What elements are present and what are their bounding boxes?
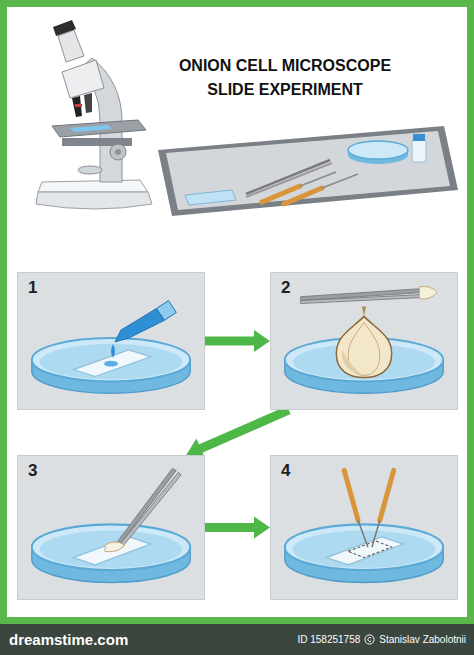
copyright-icon <box>364 634 375 645</box>
author-name: Stanislav Zabolotnii <box>379 634 466 645</box>
dropper-illustration <box>18 273 204 409</box>
title-text: ONION CELL MICROSCOPE SLIDE EXPERIMENT <box>179 57 391 98</box>
arrow-shaft <box>205 523 255 532</box>
step-panel: 2 <box>270 272 458 410</box>
arrow-head <box>254 330 270 352</box>
dissecting-needles <box>344 471 393 548</box>
onion-illustration <box>271 273 457 409</box>
arrow-shaft <box>200 410 289 449</box>
onion <box>336 307 391 378</box>
step-panel: 1 <box>17 272 205 410</box>
step-number: 4 <box>281 462 290 481</box>
watermark-logo: dreamstime.com <box>9 631 128 648</box>
microscope <box>36 20 152 209</box>
step-arrow <box>205 330 270 352</box>
image-id: ID 158251758 <box>297 634 360 645</box>
step-number: 3 <box>28 462 37 481</box>
title: ONION CELL MICROSCOPE SLIDE EXPERIMENT <box>165 54 405 102</box>
step-arrow <box>205 517 270 539</box>
step-number: 2 <box>281 279 290 298</box>
footer-credit: ID 158251758 Stanislav Zabolotnii <box>297 634 466 645</box>
step-panel: 3 <box>17 455 205 600</box>
tweezers <box>105 468 181 551</box>
step-arrow <box>186 410 289 459</box>
step-panel: 4 <box>270 455 458 600</box>
placing-illustration <box>18 456 204 599</box>
arrow-head <box>254 517 270 539</box>
needles-illustration <box>271 456 457 599</box>
equipment-tray <box>158 126 458 216</box>
tweezers <box>301 286 438 303</box>
step-number: 1 <box>28 279 37 298</box>
dropper <box>104 301 176 367</box>
arrow-shaft <box>205 337 255 346</box>
